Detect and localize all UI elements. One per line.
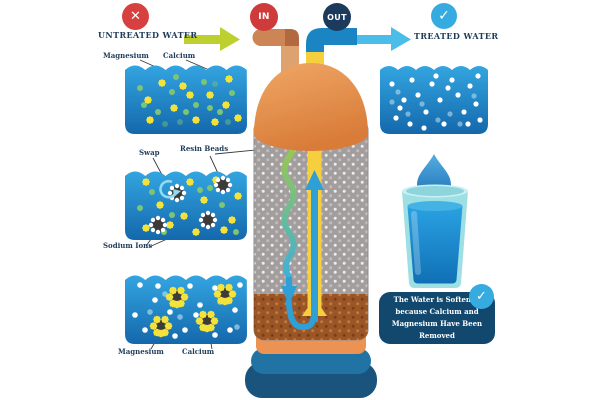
- water-glass: [402, 184, 468, 288]
- check-icon: ✓: [431, 3, 457, 29]
- tank-base-upper: [251, 348, 371, 374]
- label-magnesium-bottom: Magnesium: [118, 347, 164, 356]
- softener-tank: [245, 28, 377, 398]
- tank-untreated-water: [125, 65, 247, 134]
- outlet-pipe: [306, 28, 357, 65]
- label-swap: Swap: [139, 148, 160, 157]
- x-glyph: ✕: [130, 9, 141, 24]
- label-calcium-top: Calcium: [163, 51, 196, 60]
- check-glyph: ✓: [438, 8, 450, 24]
- label-calcium-bottom: Calcium: [182, 347, 215, 356]
- treated-water-label: TREATED WATER: [414, 31, 499, 41]
- out-badge: OUT: [323, 3, 351, 31]
- label-sodium-ions: Sodium Ions: [103, 241, 153, 250]
- label-resin-beads: Resin Beads: [180, 144, 229, 153]
- x-icon: ✕: [122, 3, 149, 30]
- soft-water-riser-arrow: [305, 170, 324, 322]
- in-badge-label: IN: [258, 12, 270, 22]
- tank-treated-water: [380, 66, 488, 134]
- out-badge-label: OUT: [327, 12, 347, 22]
- sodium-ions-dots: [389, 73, 483, 131]
- swap-arrow-icon: [159, 179, 181, 199]
- u-turn-arrow: [286, 299, 316, 331]
- label-magnesium-top: Magnesium: [103, 51, 149, 60]
- hard-water-flow-arrow: [281, 129, 297, 305]
- treated-flow-arrow: [357, 27, 411, 51]
- untreated-water-label: UNTREATED WATER: [98, 30, 198, 40]
- callout-text: The Water is Softened because Calcium an…: [391, 295, 483, 340]
- tank-beads-loaded: [125, 275, 247, 344]
- in-badge: IN: [250, 3, 278, 31]
- untreated-flow-arrow: [184, 27, 240, 51]
- check-glyph: ✓: [476, 289, 487, 304]
- tank-dome: [254, 63, 368, 151]
- green-magnesium-ions: [137, 74, 235, 127]
- green-magnesium-ions: [137, 185, 239, 235]
- tank-ion-exchange: [125, 171, 247, 240]
- sodium-ions-dots: [132, 282, 243, 339]
- callout-check-icon: ✓: [469, 284, 494, 309]
